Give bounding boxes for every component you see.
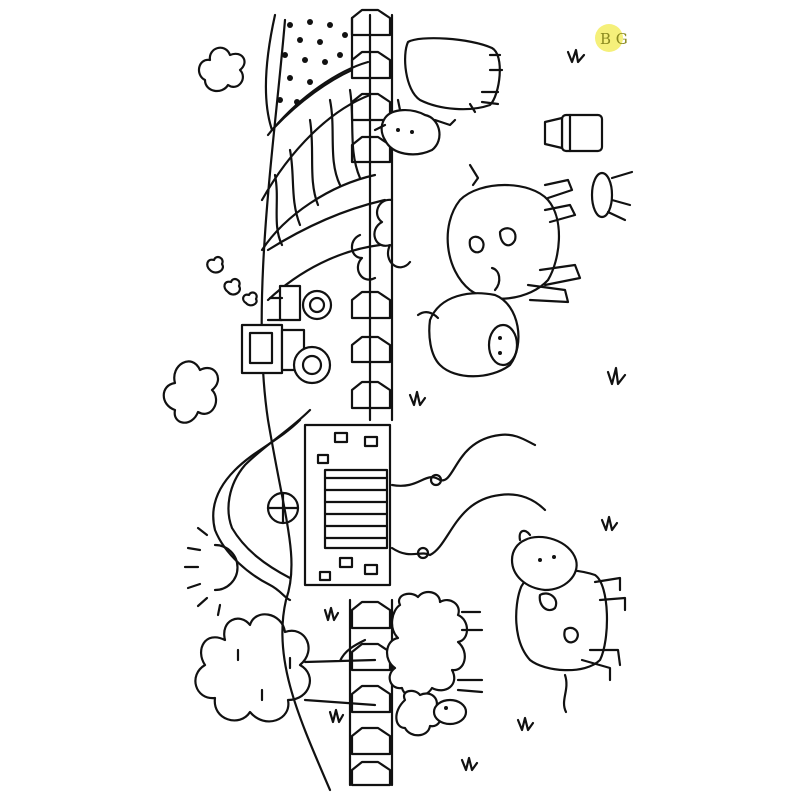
cow-icon [512, 531, 625, 712]
smoke-puff-icon [224, 279, 239, 294]
sun-icon [185, 528, 238, 615]
grass-tuft-icon [568, 50, 584, 62]
ground-line [262, 20, 330, 790]
field-dots [277, 19, 348, 105]
rope-knot-icon [431, 475, 441, 485]
brand-logo-text: B G [600, 30, 628, 48]
tree-icon [195, 614, 375, 721]
rope-icon [392, 494, 545, 555]
hill-icon [262, 15, 385, 300]
barn-icon [213, 410, 390, 600]
grass-tuft-icon [462, 758, 477, 770]
rope-knot-icon [418, 548, 428, 558]
cloud-icon [164, 361, 218, 422]
brand-logo: B G [595, 24, 628, 52]
bush-icon [374, 200, 410, 267]
grass-tuft-icon [325, 608, 338, 620]
bush-icon [352, 235, 375, 280]
grass-tuft-icon [602, 517, 617, 530]
grass-tuft-icon [608, 368, 625, 384]
calf-icon [375, 38, 502, 154]
fence-icon [350, 10, 392, 785]
smoke-puff-icon [243, 292, 256, 305]
sheep-icon [387, 592, 482, 735]
tractor-icon [242, 286, 331, 383]
cloud-icon [199, 48, 245, 91]
stool-icon [592, 172, 632, 220]
milk-can-icon [545, 115, 602, 151]
grass-tuft-icon [330, 710, 343, 722]
smoke-puff-icon [207, 257, 223, 272]
rope-icon [392, 435, 535, 486]
grass-tuft-icon [410, 392, 425, 405]
grass-tuft-icon [518, 718, 533, 730]
bull-icon [418, 165, 580, 376]
